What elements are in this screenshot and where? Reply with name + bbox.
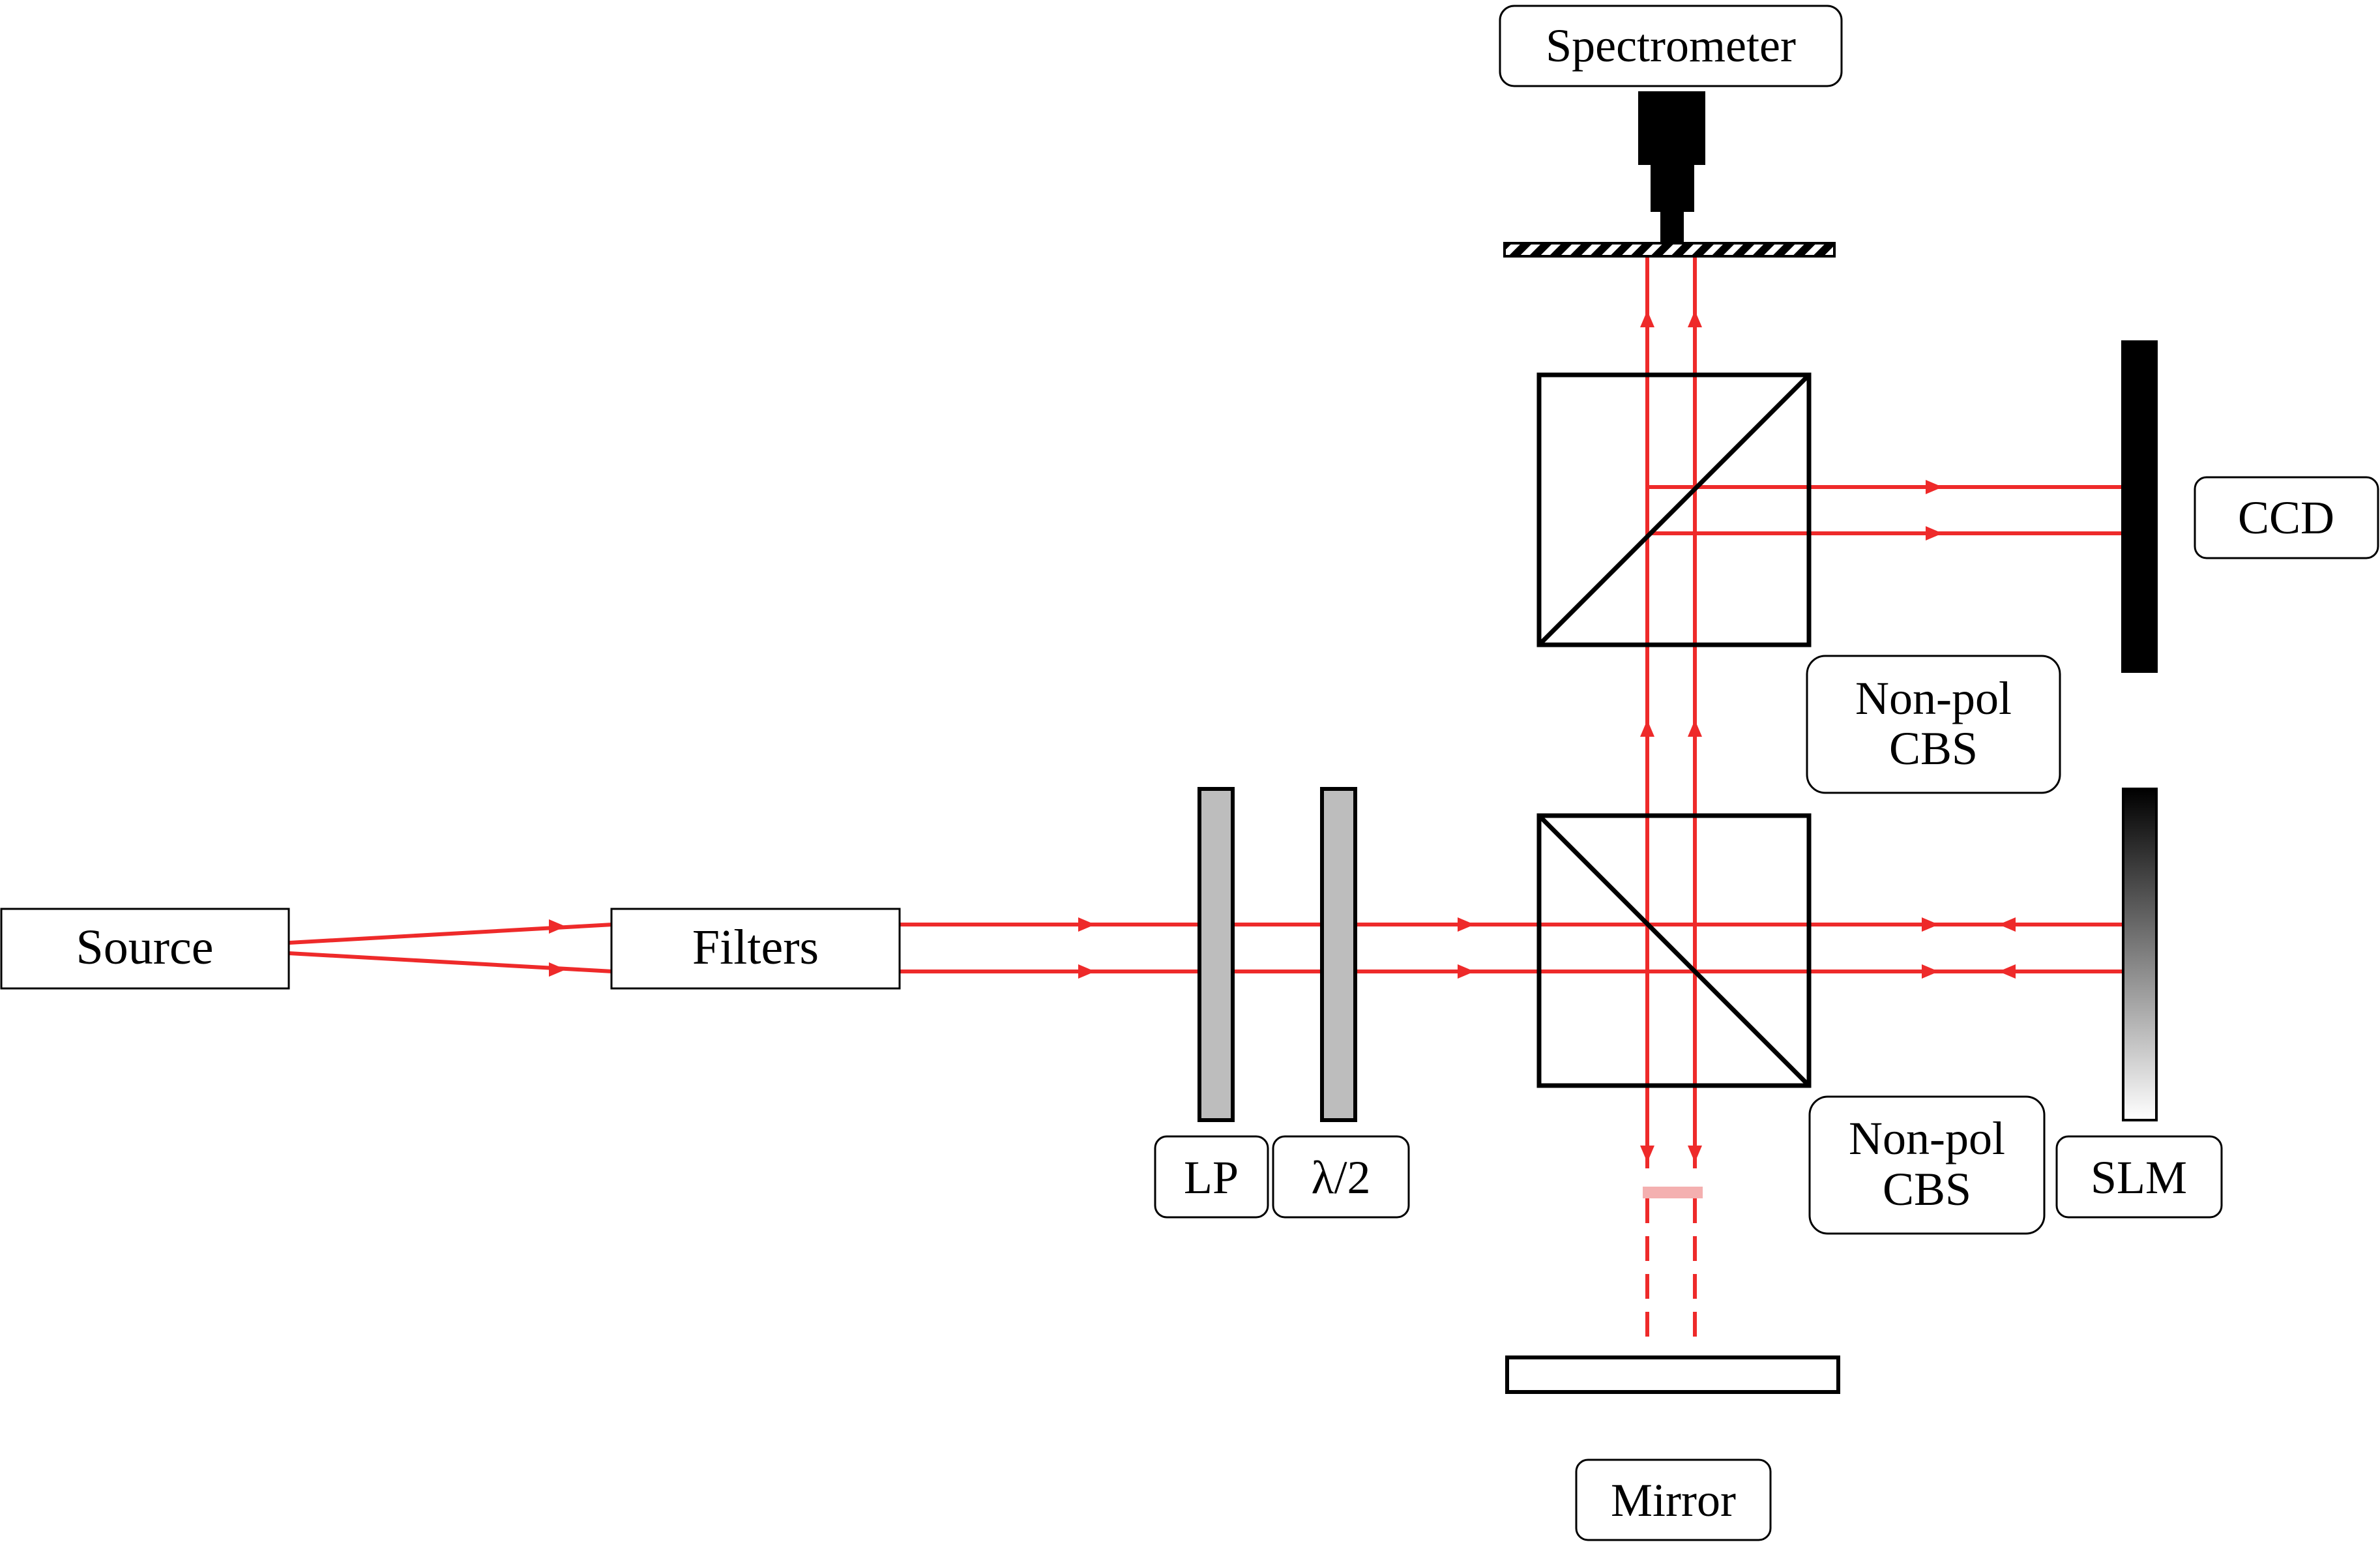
spectrometer-fiber-coupler	[1638, 91, 1705, 243]
ccd-sensor	[2121, 340, 2158, 673]
filters-box: Filters	[610, 908, 901, 990]
spectrometer-slit	[1503, 242, 1836, 258]
source-box: Source	[0, 908, 290, 990]
slm-panel	[2122, 788, 2158, 1121]
cbs-upper-label-line2: CBS	[1889, 722, 1978, 775]
lp-label: LP	[1184, 1151, 1239, 1204]
arrow-down	[1640, 1146, 1654, 1163]
mirror-label-box: Mirror	[1575, 1459, 1772, 1541]
cbs-lower-label-line2: CBS	[1883, 1163, 1971, 1215]
cbs-lower-label-box: Non-pol CBS	[1808, 1095, 2046, 1235]
cbs-upper-label-box: Non-pol CBS	[1806, 655, 2061, 794]
arrow-up	[1640, 720, 1654, 737]
ccd-label: CCD	[2238, 492, 2334, 544]
arrow-up	[1640, 310, 1654, 327]
arrow-left	[1999, 964, 2016, 979]
lp-label-box: LP	[1154, 1135, 1269, 1219]
filters-label: Filters	[692, 920, 819, 975]
beam-source-upper	[288, 923, 613, 945]
arrow-up	[1688, 720, 1702, 737]
arrow-right	[1926, 526, 1943, 541]
beam-splitter-upper	[1536, 372, 1812, 647]
laser-beams	[288, 256, 2123, 1346]
arrow-right	[1922, 964, 1939, 979]
arrow-right	[1926, 480, 1943, 494]
arrow-right	[1922, 917, 1939, 932]
attenuator-filter	[1643, 1187, 1703, 1198]
beam-splitter-lower	[1536, 813, 1812, 1088]
arrow-down	[1688, 1146, 1702, 1163]
arrow-right	[549, 919, 566, 934]
mirror-label: Mirror	[1611, 1474, 1736, 1526]
spectrometer-label-box: Spectrometer	[1499, 5, 1843, 87]
arrow-left	[1999, 917, 2016, 932]
spectrometer-label: Spectrometer	[1546, 20, 1796, 72]
arrow-right	[1458, 917, 1475, 932]
slm-label-box: SLM	[2055, 1135, 2223, 1219]
cbs-lower-label-line1: Non-pol	[1849, 1112, 2005, 1164]
half-wave-plate	[1320, 787, 1357, 1122]
half-wave-label-box: λ/2	[1272, 1135, 1410, 1219]
half-wave-label: λ/2	[1312, 1151, 1371, 1204]
slm-label: SLM	[2091, 1151, 2187, 1204]
arrow-up	[1688, 310, 1702, 327]
arrow-right	[549, 962, 566, 977]
beam-source-lower	[288, 951, 613, 973]
cbs-upper-label-line1: Non-pol	[1855, 672, 2012, 724]
arrow-right	[1078, 917, 1095, 932]
arrow-right	[1458, 964, 1475, 979]
source-label: Source	[76, 920, 213, 975]
ccd-label-box: CCD	[2194, 476, 2379, 559]
beam-arrowheads	[549, 310, 2016, 1163]
linear-polarizer	[1197, 787, 1235, 1122]
arrow-right	[1078, 964, 1095, 979]
mirror	[1505, 1355, 1840, 1394]
